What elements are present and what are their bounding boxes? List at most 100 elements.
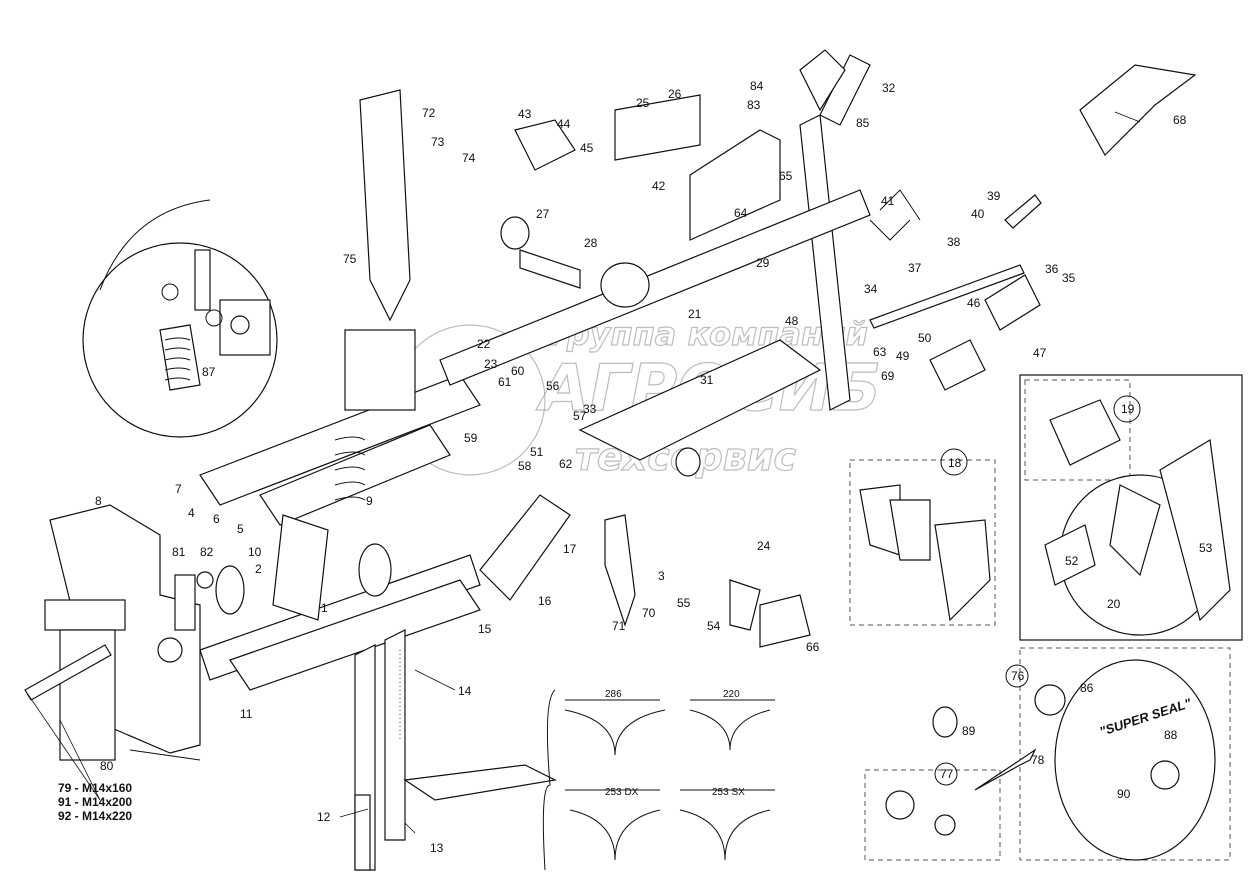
callout: 28 — [584, 236, 598, 250]
callout: 48 — [785, 314, 799, 328]
callout: 78 — [1031, 753, 1045, 767]
callout: 72 — [422, 106, 436, 120]
callout: 16 — [538, 594, 552, 608]
callout: 25 — [636, 96, 650, 110]
callout: 58 — [518, 459, 532, 473]
callout: 6 — [213, 512, 220, 526]
callout: 69 — [881, 369, 895, 383]
callout: 39 — [987, 189, 1001, 203]
bolt-legend: 79 - M14x160 91 - M14x200 92 - M14x220 — [58, 781, 132, 823]
callout: 21 — [688, 307, 702, 321]
callout: 41 — [881, 194, 895, 208]
callout: 14 — [458, 684, 472, 698]
callout: 49 — [896, 349, 910, 363]
callout: 89 — [962, 724, 976, 738]
callout: 46 — [967, 296, 981, 310]
callout: 19 — [1121, 402, 1135, 416]
callout: 87 — [202, 365, 216, 379]
callout: 77 — [940, 767, 954, 781]
callout: 7 — [175, 482, 182, 496]
upright-column — [439, 49, 871, 477]
callout: 74 — [462, 151, 476, 165]
callout: 66 — [806, 640, 820, 654]
callout: 26 — [668, 87, 682, 101]
callout: 15 — [478, 622, 492, 636]
callout: 57 — [573, 409, 587, 423]
callout: 56 — [546, 379, 560, 393]
callout: 60 — [511, 364, 525, 378]
callout: 47 — [1033, 346, 1047, 360]
callout: 11 — [240, 707, 253, 721]
callout: 53 — [1199, 541, 1213, 555]
shank-parts — [479, 494, 811, 648]
leader-lines — [24, 111, 1141, 834]
callout: 23 — [484, 357, 498, 371]
callout: 71 — [612, 619, 626, 633]
callout: 5 — [237, 522, 244, 536]
callout: 44 — [557, 117, 571, 131]
callout: 64 — [734, 206, 748, 220]
mount-bracket — [24, 504, 214, 761]
callout: 68 — [1173, 113, 1187, 127]
callout: 54 — [707, 619, 721, 633]
ruler-bars — [354, 629, 557, 871]
dimension-label: 220 — [723, 689, 740, 700]
callout: 40 — [971, 207, 985, 221]
callout: 12 — [317, 810, 331, 824]
callout-labels: 2 3 4 5 6 7 8 9 10 11 12 13 14 15 16 17 … — [95, 79, 1213, 855]
box-19 — [1019, 374, 1243, 641]
callout: 35 — [1062, 271, 1076, 285]
callout: 43 — [518, 107, 532, 121]
callout: 86 — [1080, 681, 1094, 695]
upper-small-parts — [359, 64, 1197, 391]
callout: 2 — [255, 562, 262, 576]
callout: 82 — [200, 545, 214, 559]
dimension-label: 253 SX — [712, 787, 745, 798]
callout: 73 — [431, 135, 445, 149]
callout: 62 — [559, 457, 573, 471]
callout: 3 — [658, 569, 665, 583]
bolt-legend-line: 79 - M14x160 — [58, 781, 132, 795]
callout: 85 — [856, 116, 870, 130]
callout: 52 — [1065, 554, 1079, 568]
circled-callouts — [934, 395, 1141, 786]
detail-circle-spring — [82, 199, 278, 438]
callout: 76 — [1011, 669, 1025, 683]
callout: 22 — [477, 337, 491, 351]
callout: 33 — [583, 402, 597, 416]
callout: 50 — [918, 331, 932, 345]
box-18 — [849, 459, 996, 626]
callout: 80 — [100, 759, 114, 773]
callout: 59 — [464, 431, 478, 445]
callout: 42 — [652, 179, 666, 193]
callout: 10 — [248, 545, 262, 559]
callout: 70 — [642, 606, 656, 620]
callout: 13 — [430, 841, 444, 855]
callout: 4 — [188, 506, 195, 520]
callout: 31 — [700, 373, 714, 387]
box-76 — [864, 647, 1231, 861]
callout: 9 — [366, 494, 373, 508]
callout: 63 — [873, 345, 887, 359]
callout: 34 — [864, 282, 878, 296]
dimension-label: 286 — [605, 689, 622, 700]
callout: 45 — [580, 141, 594, 155]
callout: 37 — [908, 261, 922, 275]
main-frame — [199, 329, 481, 691]
callout: 83 — [747, 98, 761, 112]
callout: 18 — [948, 456, 962, 470]
callout: 27 — [536, 207, 550, 221]
dimension-label: 253 DX — [605, 787, 639, 798]
callout: 1 — [321, 601, 328, 615]
callout: 24 — [757, 539, 771, 553]
callout: 55 — [677, 596, 691, 610]
callout: 38 — [947, 235, 961, 249]
callout: 17 — [563, 542, 577, 556]
callout: 36 — [1045, 262, 1059, 276]
dimension-profiles — [542, 689, 775, 871]
bolt-legend-line: 92 - M14x220 — [58, 809, 132, 823]
callout: 65 — [779, 169, 793, 183]
callout: 51 — [530, 445, 544, 459]
callout: 84 — [750, 79, 764, 93]
